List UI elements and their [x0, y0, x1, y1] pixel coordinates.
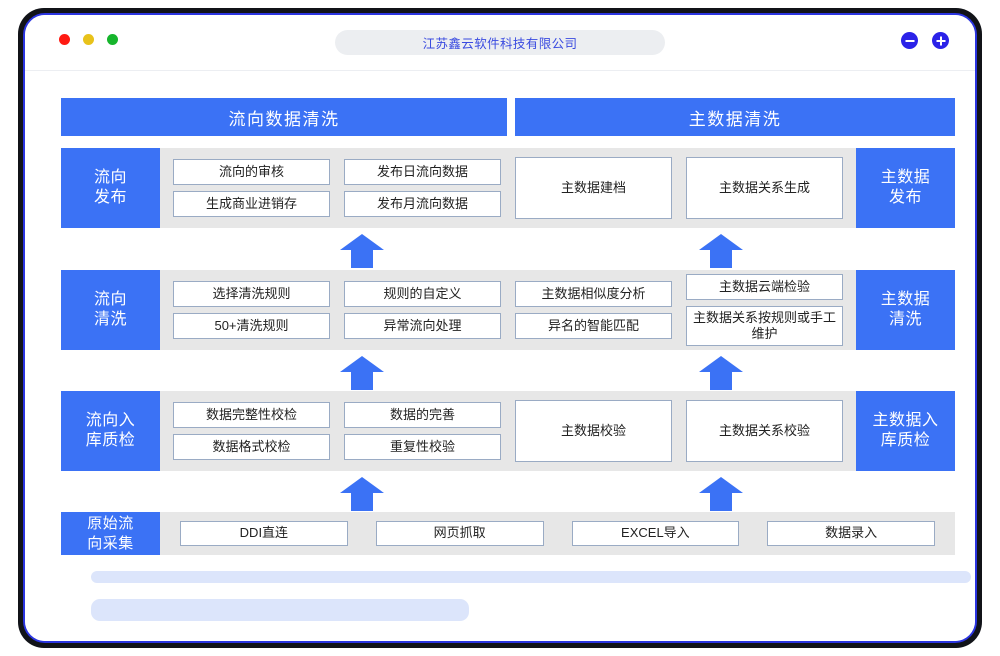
process-box[interactable]: 网页抓取	[375, 521, 544, 546]
process-box[interactable]: 异常流向处理	[344, 313, 501, 339]
cell-group: 发布日流向数据 发布月流向数据	[337, 148, 508, 228]
arrow-up-master-publish-icon	[699, 234, 743, 268]
row-label-flow-qa: 流向入库质检	[61, 391, 160, 471]
process-box[interactable]: 生成商业进销存	[173, 191, 330, 217]
window-titlebar: 江苏鑫云软件科技有限公司	[25, 15, 975, 71]
minimize-icon[interactable]	[83, 34, 94, 45]
process-box[interactable]: 主数据云端检验	[686, 273, 843, 300]
placeholder-bar-short	[91, 599, 469, 621]
section-header-master-label: 主数据清洗	[688, 109, 782, 129]
window-title: 江苏鑫云软件科技有限公司	[422, 37, 578, 51]
cell-group: 规则的自定义 异常流向处理	[337, 270, 508, 350]
row-body-clean: 选择清洗规则 50+清洗规则 规则的自定义 异常流向处理 主数据相似度分析 异名…	[160, 270, 856, 350]
window-action-group	[901, 32, 949, 49]
row-label-flow-publish: 流向发布	[61, 148, 160, 228]
section-header-flow: 流向数据清洗	[61, 98, 507, 136]
device-frame: 江苏鑫云软件科技有限公司 流向数据清洗 主数据清洗 流向发布 流向的审核	[18, 8, 982, 648]
cell-group: 流向的审核 生成商业进销存	[166, 148, 337, 228]
arrow-up-flow-publish-icon	[340, 234, 384, 268]
arrow-up-flow-clean-icon	[340, 356, 384, 390]
cell-group: 主数据相似度分析 异名的智能匹配	[508, 270, 679, 350]
minus-circle-icon[interactable]	[901, 32, 918, 49]
row-label-raw-collect: 原始流向采集	[61, 512, 160, 555]
arrow-up-master-qa-icon	[699, 477, 743, 511]
process-box[interactable]: 主数据关系校验	[686, 400, 843, 462]
close-icon[interactable]	[59, 34, 70, 45]
process-box[interactable]: 异名的智能匹配	[515, 313, 672, 339]
placeholder-bar-wide	[91, 571, 971, 583]
row-label-flow-clean: 流向清洗	[61, 270, 160, 350]
process-row-publish: 流向发布 流向的审核 生成商业进销存 发布日流向数据 发布月流向数据 主数据建档…	[61, 148, 955, 228]
process-box[interactable]: 主数据关系按规则或手工维护	[686, 305, 843, 347]
cell-group: 主数据关系生成	[679, 148, 850, 228]
process-box[interactable]: DDI直连	[180, 521, 348, 546]
process-box[interactable]: 发布日流向数据	[344, 159, 501, 185]
row-body-qa: 数据完整性校检 数据格式校检 数据的完善 重复性校验 主数据校验 主数据关系校验	[160, 391, 856, 471]
process-box[interactable]: 50+清洗规则	[173, 313, 330, 339]
process-box[interactable]: 流向的审核	[173, 159, 330, 185]
arrow-up-master-clean-icon	[699, 356, 743, 390]
cell-group: 选择清洗规则 50+清洗规则	[166, 270, 337, 350]
process-box[interactable]: 数据录入	[767, 521, 935, 546]
row-label-master-qa: 主数据入库质检	[856, 391, 955, 471]
row-body-publish: 流向的审核 生成商业进销存 发布日流向数据 发布月流向数据 主数据建档 主数据关…	[160, 148, 856, 228]
section-header-flow-label: 流向数据清洗	[228, 109, 340, 129]
maximize-icon[interactable]	[107, 34, 118, 45]
cell-group: 主数据云端检验 主数据关系按规则或手工维护	[679, 270, 850, 350]
cell-group: 网页抓取	[362, 512, 558, 555]
process-row-qa: 流向入库质检 数据完整性校检 数据格式校检 数据的完善 重复性校验 主数据校验 …	[61, 391, 955, 471]
traffic-light-group	[59, 34, 118, 45]
cell-group: 主数据建档	[508, 148, 679, 228]
row-label-master-clean: 主数据清洗	[856, 270, 955, 350]
process-row-clean: 流向清洗 选择清洗规则 50+清洗规则 规则的自定义 异常流向处理 主数据相似度…	[61, 270, 955, 350]
cell-group: 主数据校验	[508, 391, 679, 471]
device-screen: 江苏鑫云软件科技有限公司 流向数据清洗 主数据清洗 流向发布 流向的审核	[23, 13, 977, 643]
process-row-collect: 原始流向采集 DDI直连 网页抓取 EXCEL导入 数据录入	[61, 512, 955, 555]
process-box[interactable]: 发布月流向数据	[344, 191, 501, 217]
process-box[interactable]: 规则的自定义	[344, 281, 501, 307]
process-box[interactable]: 数据的完善	[344, 402, 501, 428]
row-body-collect: DDI直连 网页抓取 EXCEL导入 数据录入	[160, 512, 955, 555]
plus-circle-icon[interactable]	[932, 32, 949, 49]
process-box[interactable]: EXCEL导入	[571, 521, 740, 546]
process-box[interactable]: 主数据建档	[515, 157, 672, 219]
process-box[interactable]: 主数据校验	[515, 400, 672, 462]
cell-group: 数据录入	[753, 512, 949, 555]
process-box[interactable]: 主数据关系生成	[686, 157, 843, 219]
cell-group: 主数据关系校验	[679, 391, 850, 471]
cell-group: EXCEL导入	[558, 512, 754, 555]
address-bar[interactable]: 江苏鑫云软件科技有限公司	[335, 30, 665, 55]
arrow-up-flow-qa-icon	[340, 477, 384, 511]
row-label-master-publish: 主数据发布	[856, 148, 955, 228]
process-box[interactable]: 数据格式校检	[173, 434, 330, 460]
cell-group: 数据的完善 重复性校验	[337, 391, 508, 471]
process-box[interactable]: 主数据相似度分析	[515, 281, 672, 307]
cell-group: DDI直连	[166, 512, 362, 555]
cell-group: 数据完整性校检 数据格式校检	[166, 391, 337, 471]
process-box[interactable]: 数据完整性校检	[173, 402, 330, 428]
process-box[interactable]: 选择清洗规则	[173, 281, 330, 307]
diagram-canvas: 流向数据清洗 主数据清洗 流向发布 流向的审核 生成商业进销存 发布日流向数据 …	[25, 71, 975, 641]
process-box[interactable]: 重复性校验	[344, 434, 501, 460]
section-header-master: 主数据清洗	[515, 98, 955, 136]
